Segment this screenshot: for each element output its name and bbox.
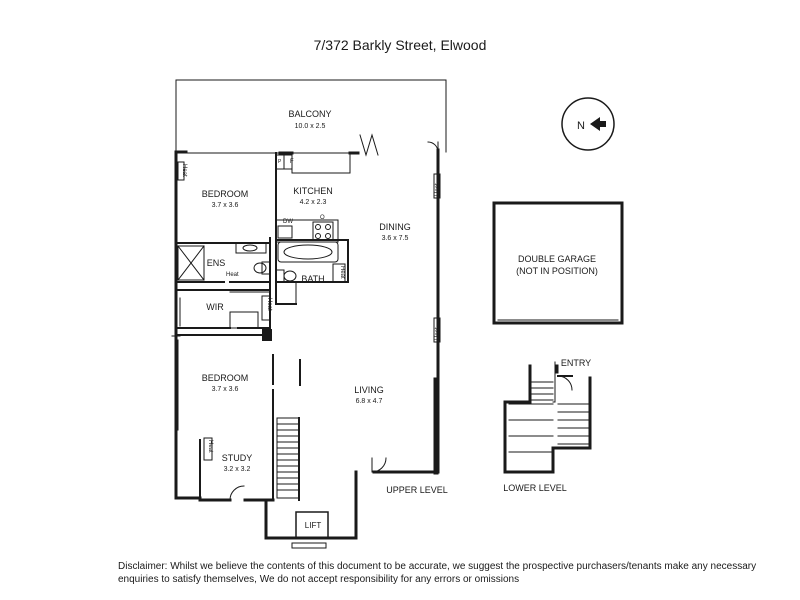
disclaimer-line-2: enquiries to satisfy themselves, We do n…: [118, 574, 520, 585]
kitchen-bench: [291, 152, 351, 174]
entry-label: ENTRY: [561, 358, 591, 368]
north-arrow-icon: [590, 117, 606, 131]
balcony-label: BALCONY: [288, 109, 331, 119]
heat-label-ens: Heat: [226, 272, 239, 278]
garage-outline: [492, 201, 624, 325]
north-compass: [561, 97, 615, 151]
bedroom2-label: BEDROOM: [202, 373, 249, 383]
fridge-label: F: [290, 159, 294, 165]
bedroom2-size: 3.7 x 3.6: [212, 386, 239, 393]
disclaimer: Disclaimer: Whilst we believe the conten…: [118, 560, 757, 586]
sliding-door: [359, 133, 379, 157]
balcony-size: 10.0 x 2.5: [295, 123, 326, 130]
dining-size: 3.6 x 7.5: [382, 235, 409, 242]
disclaimer-line-1: Disclaimer: Whilst we believe the conten…: [118, 561, 757, 572]
living-size: 6.8 x 4.7: [356, 398, 383, 405]
lower-level-outline: [503, 361, 592, 474]
ens-shower: [177, 245, 205, 281]
heat-label-wir: Heat: [266, 298, 272, 311]
oven-label: O: [320, 215, 325, 221]
heat-label-bedroom1: Heat: [181, 164, 187, 177]
heat-label-study: Heat: [207, 440, 213, 453]
garage-note: (NOT IN POSITION): [516, 266, 598, 276]
heat-label-dining: Heat: [435, 183, 441, 196]
bedroom1-size: 3.7 x 3.6: [212, 202, 239, 209]
upper-stairs: [276, 417, 300, 499]
kitchen-label: KITCHEN: [293, 186, 333, 196]
bedroom1-label: BEDROOM: [202, 189, 249, 199]
lift-label: LIFT: [305, 521, 322, 530]
outer-walls: [174, 148, 440, 540]
dining-label: DINING: [379, 222, 411, 232]
lift-box: [295, 511, 329, 539]
kitchen-size: 4.2 x 2.3: [300, 199, 327, 206]
plan-title: 7/372 Barkly Street, Elwood: [313, 37, 487, 53]
ens-label: ENS: [207, 258, 226, 268]
dishwasher-label: DW: [283, 219, 293, 225]
ens-vanity: [235, 242, 267, 254]
heat-label-bath: Heat: [339, 266, 345, 279]
study-size: 3.2 x 3.2: [224, 466, 251, 473]
garage-label: DOUBLE GARAGE: [518, 254, 596, 264]
pantry-label: P: [278, 159, 282, 165]
balcony-outline: [175, 79, 447, 153]
north-label: N: [577, 120, 585, 132]
cooktop: [312, 221, 334, 241]
upper-level-label: UPPER LEVEL: [386, 485, 448, 495]
wir-label: WIR: [206, 302, 224, 312]
sink: [277, 225, 293, 239]
bathtub: [277, 241, 339, 263]
lower-level-label: LOWER LEVEL: [503, 483, 567, 493]
bath-label: BATH: [301, 274, 324, 284]
study-label: STUDY: [222, 453, 253, 463]
heat-label-living: Heat: [435, 327, 441, 340]
living-label: LIVING: [354, 385, 384, 395]
fridge: [283, 154, 293, 170]
